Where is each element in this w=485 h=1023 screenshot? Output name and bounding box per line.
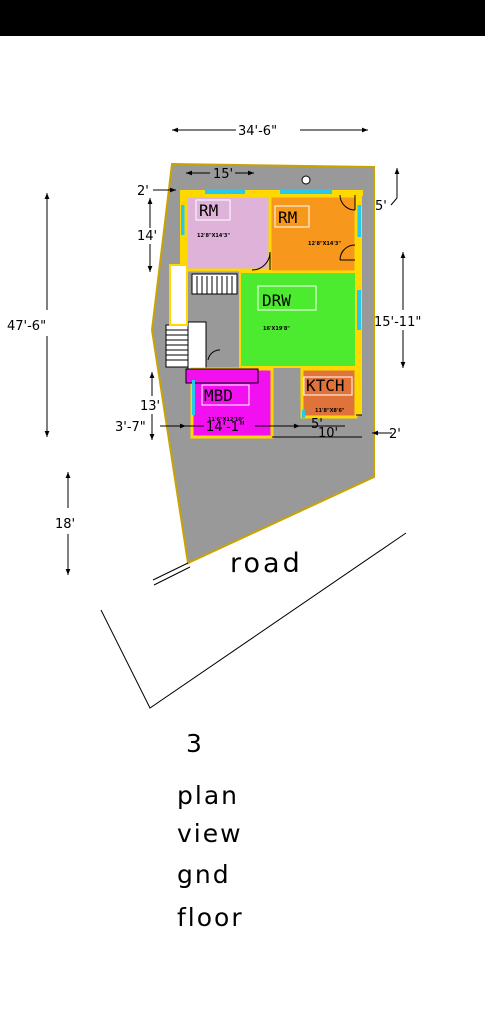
dim-left-14: 14': [137, 229, 157, 244]
road-edge: [153, 566, 191, 586]
label-box: [201, 384, 250, 406]
road-label: road: [230, 548, 303, 579]
room-rm-right-size: 12'8"X14'3": [308, 241, 341, 247]
stair-treads: [196, 276, 233, 294]
dim-right-5: 5': [375, 199, 387, 214]
dim-width-total: 34'-6": [238, 124, 277, 139]
room-ktch-label: KTCH: [306, 376, 345, 395]
dim-depth-total: 47'-6": [7, 319, 46, 334]
window: [355, 290, 361, 330]
label-box: [195, 199, 231, 221]
column-marker: [301, 175, 311, 185]
dim-front-15: 15': [213, 167, 233, 182]
window: [181, 205, 186, 235]
dim-left-13: 13': [140, 399, 160, 414]
staircase: [191, 273, 238, 295]
dim-bottom-3-7: 3'-7": [115, 420, 146, 435]
room-rm-left-size: 12'8"X14'3": [197, 233, 230, 239]
staircase-lower: [165, 324, 189, 368]
room-drw-size: 16'X19'8": [263, 326, 290, 332]
room-mbd-label: MBD: [204, 386, 233, 405]
label-box: [274, 205, 310, 228]
room-ktch-size: 11'8"X8'6": [315, 408, 345, 414]
mbd-bath: [185, 368, 259, 384]
road-edge: [152, 562, 189, 581]
dim-right-2: 2': [389, 427, 401, 442]
landing: [187, 321, 207, 371]
room-rm-right-label: RM: [278, 208, 297, 227]
dim-bottom-14-1: 14'-1": [206, 420, 245, 435]
dim-bottom-10: 10': [318, 426, 338, 441]
label-box: [257, 285, 317, 311]
room-rm-left-label: RM: [199, 201, 218, 220]
window: [355, 205, 361, 237]
caption-line-4: gnd: [177, 860, 231, 889]
room-drw: [239, 271, 357, 368]
room-mbd-size: 11'6"X12'10": [208, 417, 245, 423]
caption-line-5: floor: [177, 903, 244, 932]
landing-upper: [169, 264, 188, 326]
label-box: [303, 376, 353, 396]
window: [280, 189, 332, 194]
caption-line-1: 3: [186, 729, 204, 758]
window: [192, 380, 195, 415]
stair-treads: [166, 329, 188, 361]
caption-line-3: view: [177, 819, 243, 848]
caption-line-2: plan: [177, 781, 239, 810]
road-boundary: [100, 532, 407, 709]
top-bar: [0, 0, 485, 36]
dim-right-15-11: 15'-11": [374, 315, 421, 330]
dim-left-18: 18': [55, 517, 75, 532]
room-drw-label: DRW: [262, 291, 291, 310]
window: [302, 410, 305, 418]
dim-line-5: [390, 197, 398, 206]
window: [205, 189, 245, 194]
dim-left-2: 2': [137, 184, 149, 199]
dim-bottom-5: 5': [311, 417, 323, 432]
outer-wall-top: [180, 190, 363, 196]
